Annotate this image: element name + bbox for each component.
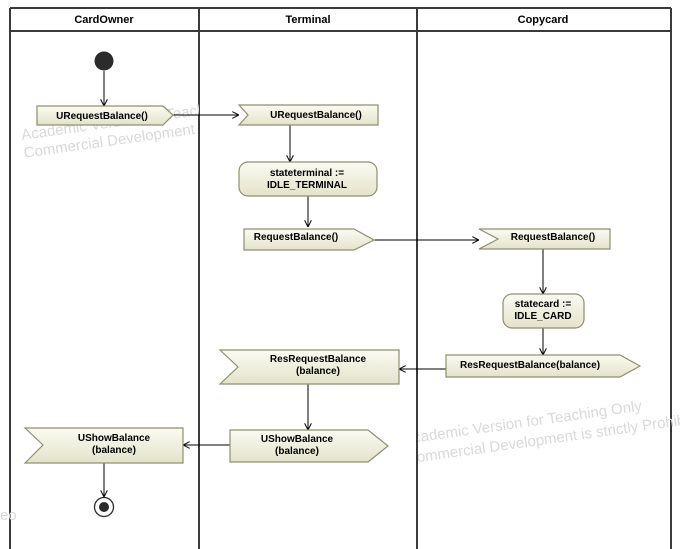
accept-event-request-label: RequestBalance()	[511, 232, 595, 243]
send-signal-request-label: RequestBalance()	[254, 232, 338, 243]
accept-event-ushow-label-line2: (balance)	[92, 445, 136, 456]
action-card-label-line1: statecard :=	[515, 299, 572, 310]
watermark-fragment: eo	[0, 507, 17, 524]
accept-event-res-request-balance	[218, 349, 400, 385]
accept-event-urequest-balance	[237, 104, 379, 126]
action-terminal-label-line2: IDLE_TERMINAL	[267, 180, 347, 191]
accept-event-res-label-line1: ResRequestBalance	[270, 354, 367, 365]
final-node	[93, 496, 115, 518]
send-signal-urequest-balance	[36, 105, 174, 126]
accept-event-ushow-balance	[23, 427, 184, 464]
lane-header-copycard: Copycard	[518, 14, 569, 26]
send-signal-res-request-balance	[445, 354, 642, 378]
send-signal-ushow-balance	[229, 429, 389, 463]
watermark-right: Academic Version for Teaching Only Comme…	[418, 398, 680, 468]
action-terminal-label-line1: stateterminal :=	[270, 168, 344, 179]
send-signal-request-balance	[243, 228, 376, 251]
send-signal-urequest-label: URequestBalance()	[56, 111, 148, 122]
send-signal-res-label: ResRequestBalance(balance)	[460, 360, 600, 371]
action-set-state-card	[502, 293, 585, 329]
send-signal-ushow-label-line2: (balance)	[275, 446, 319, 457]
swimlane-frame	[9, 7, 672, 549]
accept-event-ushow-label-line1: UShowBalance	[78, 433, 151, 444]
initial-node	[94, 51, 114, 71]
action-card-label-line2: IDLE_CARD	[514, 311, 571, 322]
send-signal-ushow-label-line1: UShowBalance	[261, 434, 334, 445]
edges	[104, 71, 543, 497]
lane-header-cardowner: CardOwner	[74, 14, 134, 26]
lane-header-terminal: Terminal	[285, 14, 330, 26]
accept-event-urequest-label: URequestBalance()	[270, 110, 362, 121]
action-set-state-terminal	[238, 161, 378, 197]
accept-event-res-label-line2: (balance)	[296, 366, 340, 377]
accept-event-request-balance	[478, 228, 611, 250]
